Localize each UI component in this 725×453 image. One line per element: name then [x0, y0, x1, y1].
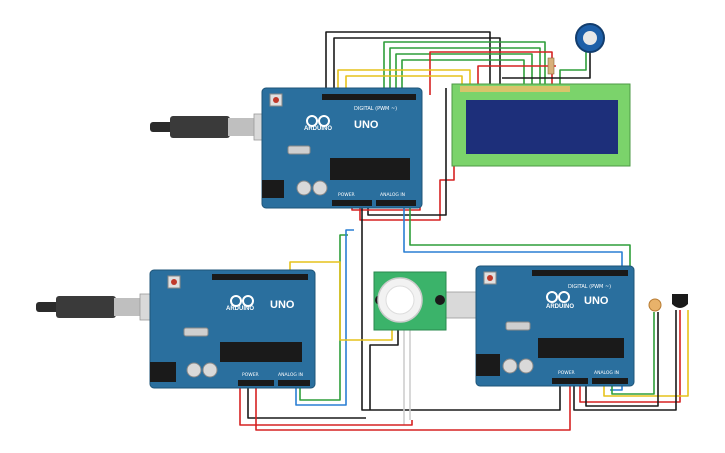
wire-yellow-br: [603, 310, 689, 397]
analog-header: [376, 200, 416, 206]
arduino-model: UNO: [584, 295, 609, 307]
analog-header: [592, 378, 628, 384]
pir-sensor: [373, 271, 447, 331]
microcontroller-chip: [538, 338, 624, 358]
wire-black-down: [361, 200, 561, 411]
temperature-sensor-icon: [672, 294, 688, 308]
power-jack: [150, 362, 176, 382]
arduino-brand: ARDUINO: [226, 306, 254, 312]
power-label: POWER: [338, 192, 355, 198]
wire-green-top-1: [383, 41, 546, 95]
infinity-logo-icon: [230, 295, 254, 307]
digital-label: DIGITAL (PWM ~): [568, 284, 611, 290]
wire-yellow-top-1: [337, 69, 471, 95]
wire-green-top-2: [389, 47, 541, 95]
arduino-board-top: DIGITAL (PWM ~) ARDUINO UNO POWER ANALOG…: [261, 87, 423, 209]
arduino-model: UNO: [354, 119, 379, 131]
digital-header: [532, 270, 628, 276]
wire-red-top-2: [477, 65, 556, 88]
wire-green-top-4: [401, 59, 525, 95]
potentiometer-icon[interactable]: [575, 23, 605, 53]
analog-label: ANALOG IN: [380, 192, 405, 198]
analog-header: [278, 380, 310, 386]
power-header: [332, 200, 372, 206]
digital-label: DIGITAL (PWM ~): [354, 106, 397, 112]
microcontroller-chip: [220, 342, 302, 362]
wire-yellow-top-2: [345, 75, 463, 95]
wire-black-ldr: [585, 312, 659, 407]
analog-label: ANALOG IN: [594, 370, 619, 376]
lcd-pin-header: [460, 86, 570, 92]
digital-header: [322, 94, 416, 100]
wire-blue-down: [295, 229, 354, 406]
wire-green-down: [299, 234, 348, 401]
power-header: [238, 380, 274, 386]
analog-label: ANALOG IN: [278, 372, 303, 378]
wire-yellow-pir: [289, 261, 393, 341]
power-jack: [262, 180, 284, 198]
wire-red-br: [579, 310, 681, 403]
resistor-icon: [547, 57, 555, 75]
wire-green-ldr: [611, 312, 655, 395]
wire-red-bl-2: [255, 384, 571, 431]
arduino-model: UNO: [270, 299, 295, 311]
power-label: POWER: [242, 372, 259, 378]
arduino-board-bottom-left: ARDUINO UNO POWER ANALOG IN: [149, 269, 316, 389]
wire-black-bl-1: [247, 384, 366, 419]
wire-black-pir: [369, 327, 399, 410]
infinity-logo-icon: [306, 115, 330, 127]
arduino-brand: ARDUINO: [304, 126, 332, 132]
wire-green-top-3: [395, 53, 533, 95]
wire-green-pot: [559, 52, 587, 88]
wires: [239, 31, 689, 431]
wire-black-pot: [502, 52, 591, 79]
lcd-display: [451, 83, 631, 167]
lcd-screen: [466, 100, 618, 154]
wire-blue-cross: [403, 200, 623, 391]
wire-black-br: [573, 310, 677, 411]
photoresistor-icon: [648, 298, 662, 312]
power-jack: [476, 354, 500, 376]
power-label: POWER: [558, 370, 575, 376]
arduino-brand: ARDUINO: [546, 304, 574, 310]
power-header: [552, 378, 588, 384]
microcontroller-chip: [330, 158, 410, 180]
arduino-board-bottom-right: DIGITAL (PWM ~) ARDUINO UNO POWER ANALOG…: [475, 265, 635, 387]
infinity-logo-icon: [546, 291, 570, 303]
wire-black-top-2: [333, 37, 501, 95]
wire-red-bl-1: [239, 384, 413, 426]
digital-header: [212, 274, 308, 280]
